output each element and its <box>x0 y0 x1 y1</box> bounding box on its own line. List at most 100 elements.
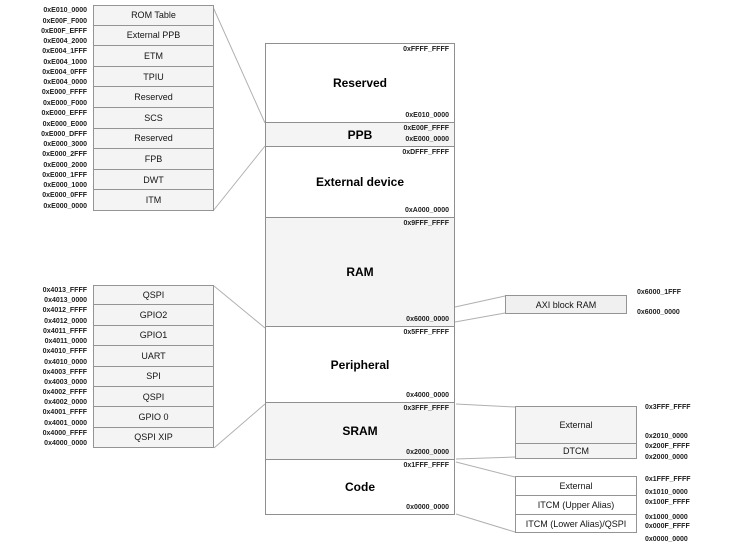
address-label: 0xE000_0FFF <box>42 192 87 200</box>
region-label: PPB <box>347 127 373 142</box>
address-label: 0xE010_0000 <box>43 7 87 14</box>
address-label: 0xE004_1000 <box>43 58 87 66</box>
region-cell: QSPI <box>93 386 214 408</box>
region-label: Reserved <box>134 92 173 103</box>
address-label: 0x3FFF_FFFF <box>403 405 449 412</box>
connector-axi-top <box>454 295 506 308</box>
region-label: RAM <box>346 265 374 279</box>
connector-axi-bottom <box>454 312 506 323</box>
region-label: External <box>559 420 593 430</box>
address-label: 0x6000_0000 <box>406 316 449 323</box>
region-cell: ETM <box>93 46 214 67</box>
region-cell: External PPB <box>93 25 214 47</box>
address-label: 0x2000_0000 <box>645 454 688 461</box>
address-label: 0x6000_0000 <box>637 309 680 316</box>
region-cell: External <box>515 406 637 444</box>
connector-peripheral-top <box>213 285 266 329</box>
table-row: 0xE00F_EFFF 0xE004_2000 External PPB <box>0 25 214 47</box>
region-label: QSPI <box>142 391 165 402</box>
address-label: 0xE004_0000 <box>43 79 87 87</box>
address-label: 0xE000_1000 <box>43 182 87 190</box>
address-label: 0x0000_0000 <box>645 536 688 543</box>
address-label: 0x100F_FFFF <box>645 499 690 506</box>
address-label: 0x200F_FFFF <box>645 443 690 450</box>
address-label: 0x4001_0000 <box>44 419 87 427</box>
region-cell: Reserved <box>93 128 214 150</box>
address-label: 0xE00F_EFFF <box>41 27 87 35</box>
address-label: 0x4013_FFFF <box>42 287 87 294</box>
region-cell: FPB <box>93 149 214 170</box>
address-label: 0x4000_0000 <box>406 392 449 399</box>
address-label: 0x000F_FFFF <box>645 523 690 530</box>
address-label: 0xE000_0000 <box>43 202 87 210</box>
memory-region-reserved: Reserved 0xFFFF_FFFF 0xE010_0000 <box>265 43 455 123</box>
address-label: 0x1000_0000 <box>645 514 688 521</box>
region-cell: QSPI XIP <box>93 427 214 448</box>
region-label: ITM <box>145 195 162 206</box>
address-label: 0x4012_0000 <box>44 317 87 325</box>
region-label: DTCM <box>563 446 589 456</box>
address-label: 0xE000_DFFF <box>41 130 87 138</box>
region-label: TPIU <box>143 71 164 82</box>
address-label: 0xE004_2000 <box>43 38 87 46</box>
table-row: 0xE000_0FFF 0xE000_0000 ITM <box>0 190 214 211</box>
address-label: 0x4003_FFFF <box>42 368 87 376</box>
region-label: UART <box>141 350 166 361</box>
address-label: 0x1FFF_FFFF <box>403 462 449 469</box>
address-label: 0x4000_FFFF <box>42 429 87 437</box>
address-label: 0xDFFF_FFFF <box>402 149 449 156</box>
region-cell: UART <box>93 346 214 367</box>
address-label: 0xE000_FFFF <box>41 89 87 97</box>
region-cell: ITCM (Upper Alias) <box>515 495 637 515</box>
region-label: GPIO2 <box>139 310 168 321</box>
region-cell: SPI <box>93 366 214 387</box>
region-label: DWT <box>143 174 164 185</box>
connector-ppb-top <box>212 6 266 124</box>
address-label: 0x9FFF_FFFF <box>403 220 449 227</box>
memory-region-ram: RAM 0x9FFF_FFFF 0x6000_0000 <box>265 217 455 327</box>
address-label: 0x4013_0000 <box>44 297 87 305</box>
address-label: 0x2010_0000 <box>645 433 688 440</box>
address-label: 0x0000_0000 <box>406 504 449 511</box>
region-cell: GPIO2 <box>93 305 214 326</box>
address-label: 0xE004_1FFF <box>42 48 87 56</box>
address-label: 0xE000_2000 <box>43 161 87 169</box>
address-label: 0x4011_0000 <box>44 338 87 346</box>
connector-ppb-bottom <box>212 145 266 212</box>
region-cell: TPIU <box>93 66 214 88</box>
address-label: 0xE00F_FFFF <box>403 125 449 132</box>
region-cell: ITM <box>93 190 214 211</box>
region-label: QSPI XIP <box>134 432 173 443</box>
region-label: Reserved <box>332 76 388 90</box>
address-label: 0x4010_0000 <box>44 358 87 366</box>
address-label: 0xE000_0000 <box>405 136 449 143</box>
sram-detail-box: External DTCM <box>515 406 637 459</box>
region-label: Peripheral <box>330 357 390 372</box>
region-label: SCS <box>144 112 163 123</box>
region-label: ROM Table <box>131 10 176 21</box>
main-memory-map: Reserved 0xFFFF_FFFF 0xE010_0000 PPB 0xE… <box>265 43 455 515</box>
memory-region-sram: SRAM 0x3FFF_FFFF 0x2000_0000 <box>265 402 455 460</box>
region-label: Reserved <box>134 133 173 144</box>
region-cell: DTCM <box>515 443 637 459</box>
table-row: 0xE004_0FFF 0xE004_0000 TPIU <box>0 66 214 88</box>
region-cell: SCS <box>93 107 214 129</box>
region-label: External device <box>315 175 405 189</box>
address-label: 0xA000_0000 <box>405 207 449 214</box>
address-label: 0xE000_EFFF <box>41 109 87 117</box>
region-label: SRAM <box>342 424 378 438</box>
address-label: 0x1010_0000 <box>645 489 688 496</box>
region-cell: ROM Table <box>93 5 214 26</box>
table-row: 0xE004_1FFF 0xE004_1000 ETM <box>0 46 214 67</box>
address-label: 0xE004_0FFF <box>42 68 87 76</box>
